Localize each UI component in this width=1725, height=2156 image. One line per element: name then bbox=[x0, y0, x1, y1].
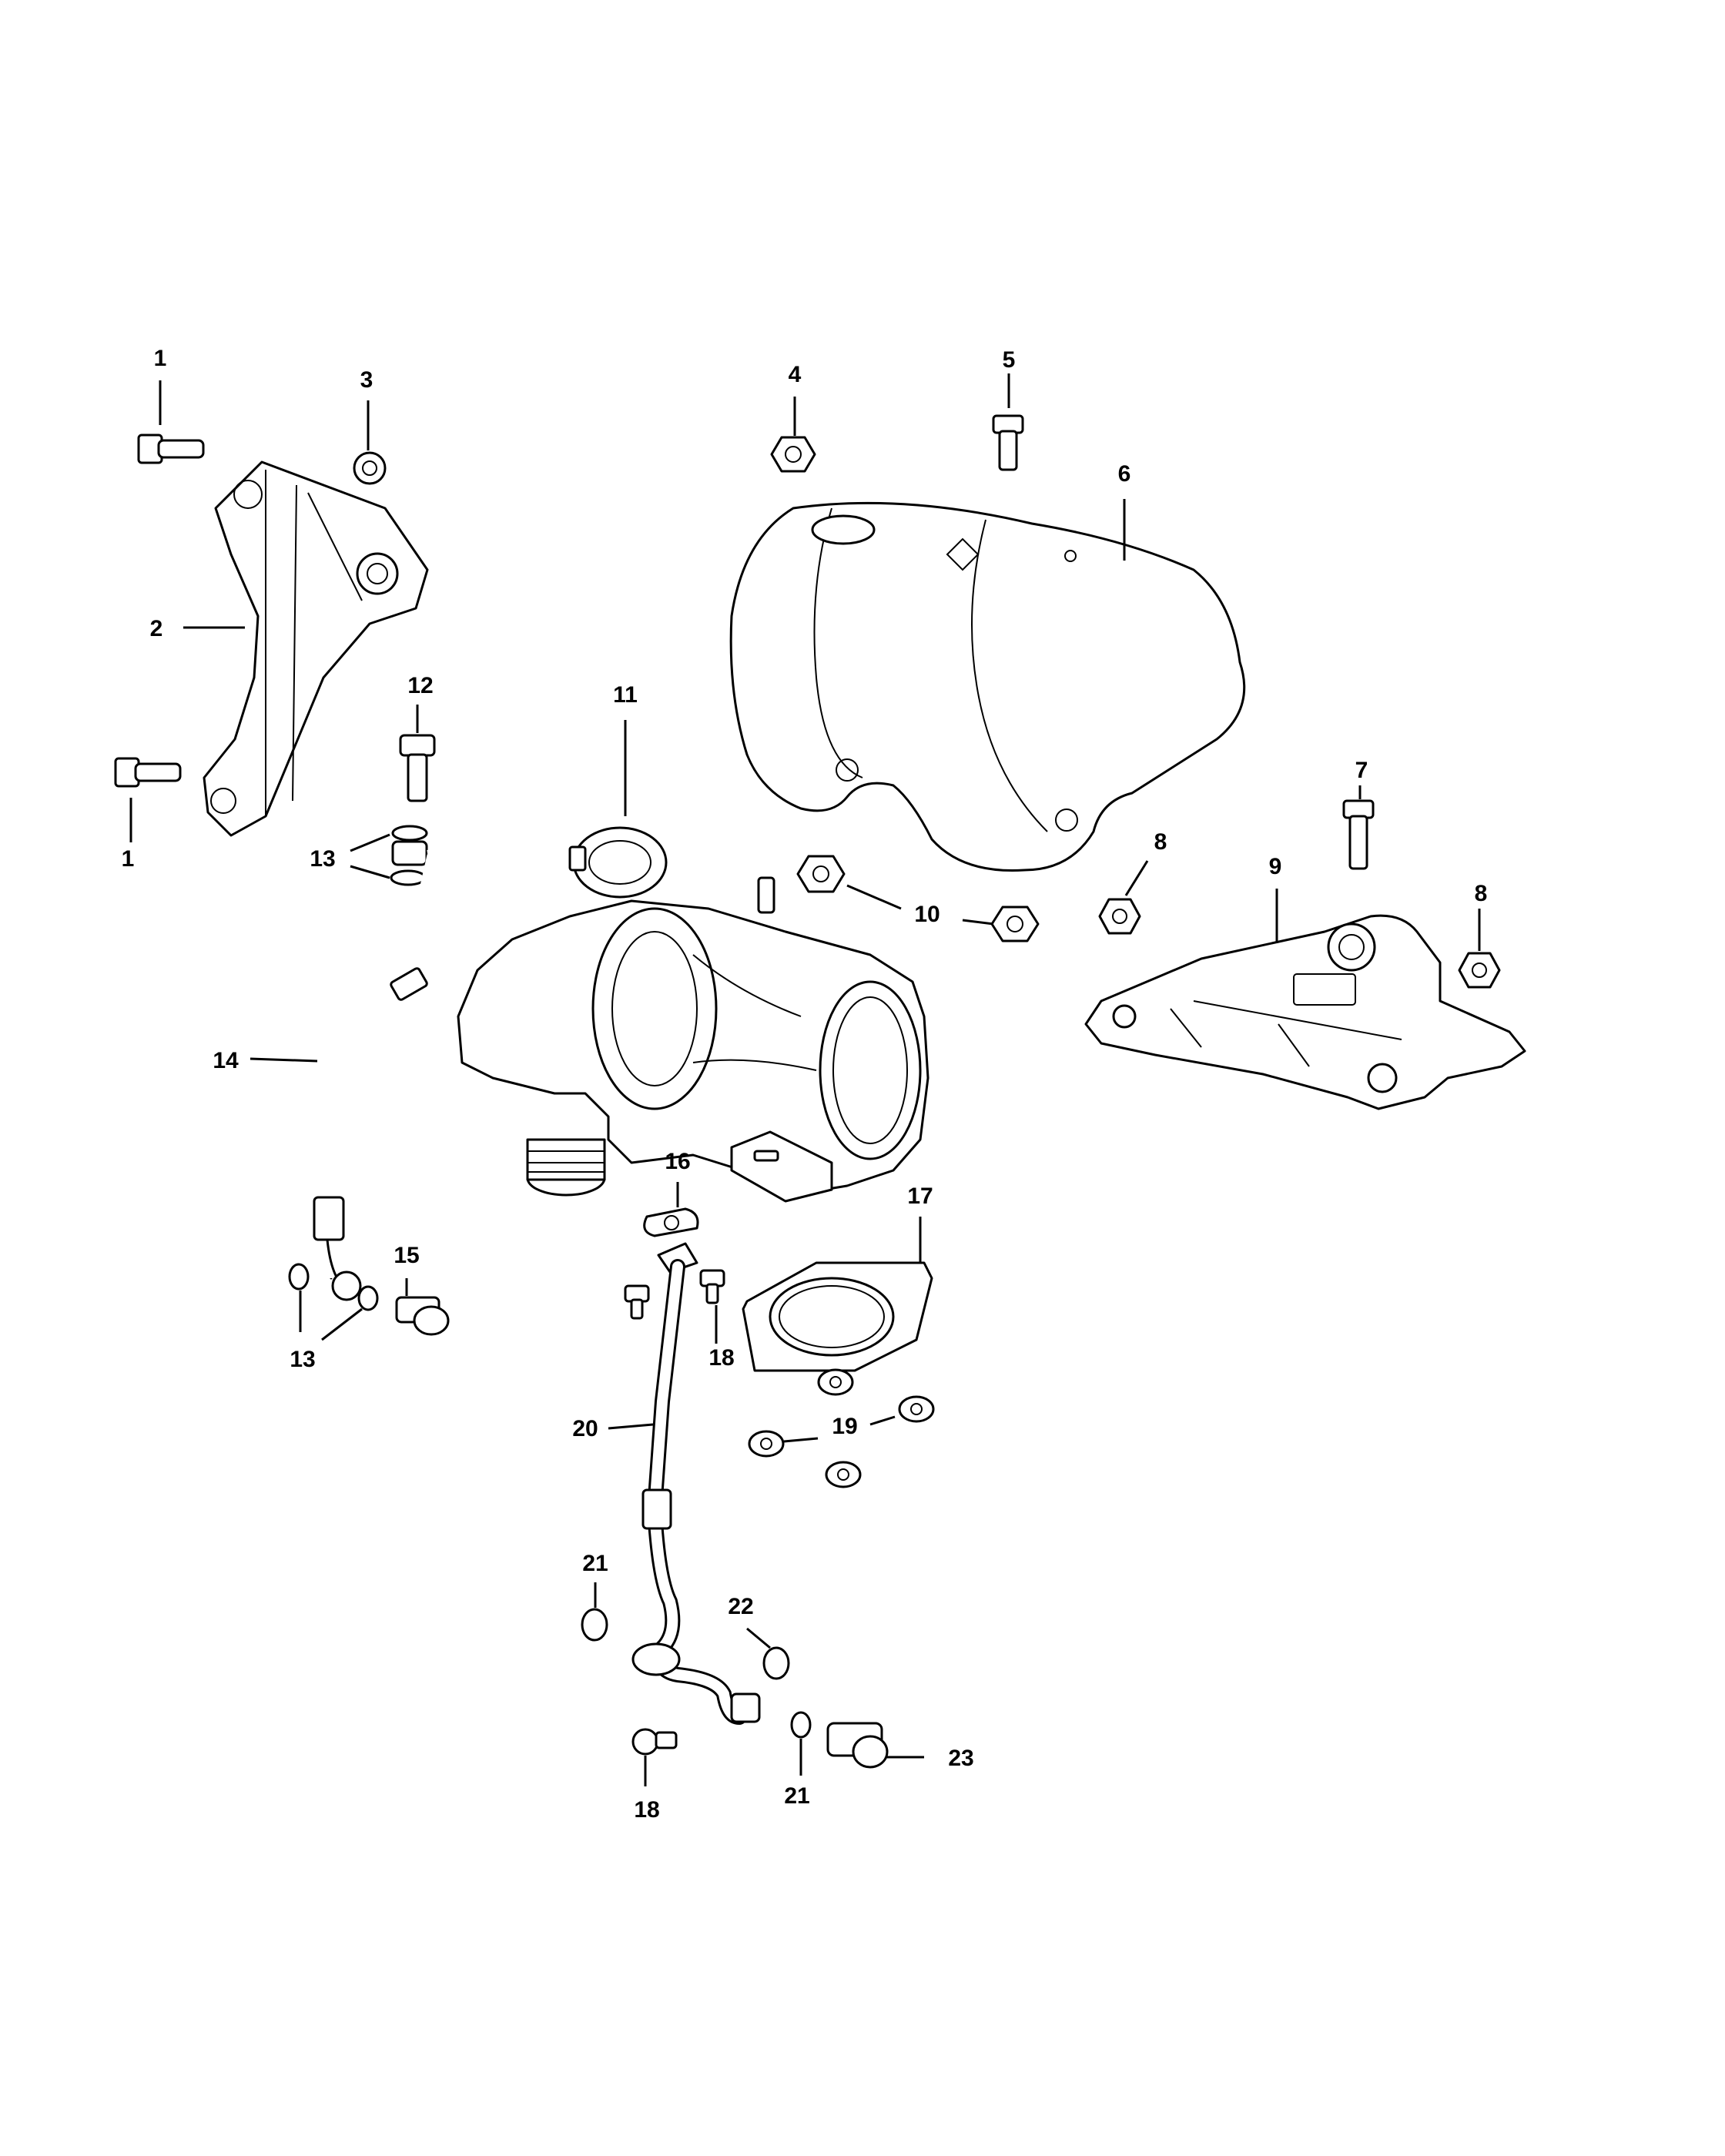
callout-17: 17 bbox=[907, 1183, 933, 1209]
washer-part-13-upper-a[interactable] bbox=[391, 825, 428, 842]
callout-9: 9 bbox=[1269, 854, 1282, 879]
bolt-part-18-right[interactable] bbox=[699, 1269, 725, 1304]
callout-8-right: 8 bbox=[1475, 881, 1488, 906]
callout-2: 2 bbox=[150, 616, 163, 641]
oil-return-line-part-20[interactable] bbox=[631, 1242, 761, 1725]
callout-7: 7 bbox=[1355, 758, 1368, 783]
callout-20: 20 bbox=[572, 1416, 598, 1441]
callout-21-lower: 21 bbox=[784, 1783, 809, 1809]
callout-15: 15 bbox=[394, 1243, 419, 1268]
nut-part-19-d[interactable] bbox=[825, 1461, 862, 1488]
callout-8-left: 8 bbox=[1154, 829, 1167, 855]
nut-part-19-c[interactable] bbox=[748, 1430, 785, 1458]
callout-22: 22 bbox=[728, 1594, 753, 1619]
gasket-part-16[interactable] bbox=[643, 1207, 699, 1237]
bolt-part-1-top[interactable] bbox=[137, 434, 205, 464]
callout-13-upper: 13 bbox=[310, 846, 335, 872]
washer-part-13-lower-b[interactable] bbox=[357, 1285, 379, 1311]
washer-part-21-lower[interactable] bbox=[790, 1711, 812, 1739]
heat-shield-part-6[interactable] bbox=[729, 501, 1246, 872]
washer-part-21-upper[interactable] bbox=[581, 1608, 608, 1642]
callout-18-lower: 18 bbox=[634, 1797, 659, 1823]
bolt-part-5[interactable] bbox=[992, 414, 1024, 471]
callout-18-upper: 18 bbox=[708, 1345, 734, 1371]
nut-part-19-b[interactable] bbox=[898, 1395, 935, 1423]
heat-shield-part-9[interactable] bbox=[1084, 914, 1526, 1110]
gasket-part-17[interactable] bbox=[742, 1261, 933, 1372]
nut-part-3[interactable] bbox=[353, 451, 387, 485]
nut-part-10-upper[interactable] bbox=[796, 855, 846, 893]
callout-21-upper: 21 bbox=[582, 1551, 608, 1576]
callout-11: 11 bbox=[613, 682, 638, 708]
callout-23: 23 bbox=[948, 1746, 973, 1771]
callout-6: 6 bbox=[1118, 461, 1131, 487]
bracket-part-2[interactable] bbox=[203, 460, 429, 837]
nut-part-8-left[interactable] bbox=[1098, 898, 1141, 935]
turbocharger-part-11[interactable] bbox=[457, 826, 929, 1203]
nut-part-10-lower[interactable] bbox=[990, 906, 1040, 942]
nut-part-19-a[interactable] bbox=[817, 1368, 854, 1396]
callout-16: 16 bbox=[665, 1149, 690, 1174]
banjo-bolt-part-15[interactable] bbox=[395, 1296, 450, 1336]
callout-13-lower: 13 bbox=[290, 1347, 315, 1372]
callout-1-top: 1 bbox=[154, 346, 167, 371]
leader-lines bbox=[129, 373, 1481, 1786]
washer-part-22[interactable] bbox=[762, 1646, 790, 1680]
callout-12: 12 bbox=[407, 673, 433, 698]
bolt-part-1-bottom[interactable] bbox=[114, 757, 182, 788]
bolt-part-18-left[interactable] bbox=[624, 1284, 650, 1320]
oil-feed-line-part-14[interactable] bbox=[313, 843, 477, 1301]
callout-labels: 1 1 2 3 4 5 6 7 8 8 9 10 11 12 13 13 14 … bbox=[122, 346, 1488, 1823]
bolt-part-18-bottom[interactable] bbox=[631, 1728, 678, 1756]
fitting-part-13-upper[interactable] bbox=[390, 840, 428, 886]
callout-19: 19 bbox=[832, 1414, 857, 1439]
bolt-part-7[interactable] bbox=[1342, 799, 1375, 870]
callout-3: 3 bbox=[360, 367, 373, 393]
nut-part-8-right[interactable] bbox=[1458, 952, 1501, 989]
bolt-part-12[interactable] bbox=[399, 734, 436, 802]
nut-part-4[interactable] bbox=[770, 436, 816, 473]
callout-14: 14 bbox=[213, 1048, 239, 1073]
callout-5: 5 bbox=[1003, 347, 1016, 373]
banjo-bolt-part-23[interactable] bbox=[826, 1722, 889, 1769]
callout-4: 4 bbox=[789, 362, 802, 387]
washer-part-13-lower-a[interactable] bbox=[288, 1263, 310, 1291]
callout-10: 10 bbox=[914, 902, 940, 927]
callout-1-bottom: 1 bbox=[122, 846, 135, 872]
